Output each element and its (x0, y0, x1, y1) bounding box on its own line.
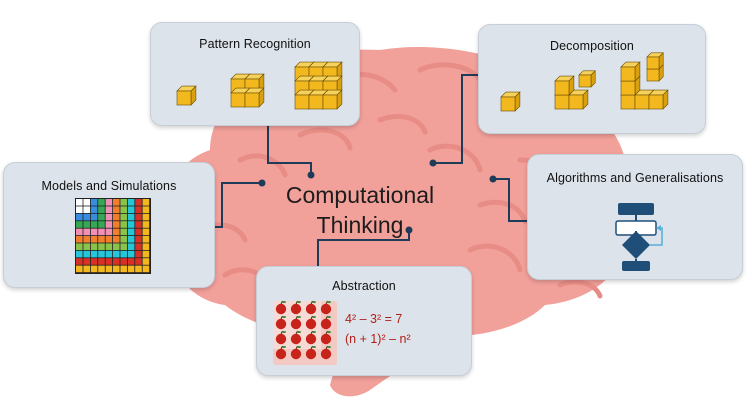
abstraction-title: Abstraction (332, 279, 396, 293)
apple-icon (320, 345, 332, 360)
cube-block (646, 52, 664, 70)
apple-icon (305, 330, 317, 345)
apple-grid-icon (273, 300, 337, 365)
models-simulations-card: Models and Simulations (3, 162, 215, 288)
cube-block (568, 89, 589, 110)
center-title-line-2: Thinking (316, 212, 404, 238)
connector-decomposition (433, 74, 492, 164)
apple-icon (290, 315, 302, 330)
connector-abstraction (317, 230, 410, 283)
flowchart-start-box (618, 203, 654, 215)
cube-pattern-icons (176, 61, 343, 110)
flowchart-decision-diamond (622, 231, 650, 259)
algorithms-title: Algorithms and Generalisations (546, 171, 724, 185)
hundred-square-grid-icon (75, 198, 151, 274)
apple-icon (290, 330, 302, 345)
flowchart-icon (615, 203, 663, 271)
cube-block (176, 85, 197, 106)
cube-block (500, 91, 521, 112)
apple-icon (275, 300, 287, 315)
abstraction-card: Abstraction 4² – 3² = 7 (n + 1)² – n² (256, 266, 472, 376)
cube-decomposition-icons (500, 52, 669, 112)
decomposition-card: Decomposition (478, 24, 706, 134)
decomposition-title: Decomposition (550, 39, 634, 53)
pattern-recognition-title: Pattern Recognition (199, 37, 311, 51)
cube-block (620, 61, 641, 82)
apple-icon (320, 300, 332, 315)
algorithms-card: Algorithms and Generalisations (527, 154, 743, 280)
apple-icon (320, 330, 332, 345)
apple-icon (290, 345, 302, 360)
center-title-line-1: Computational (285, 182, 435, 208)
models-simulations-title: Models and Simulations (41, 179, 177, 193)
cube-block (648, 89, 669, 110)
flowchart-end-box (622, 261, 650, 271)
abstraction-formulas: 4² – 3² = 7 (n + 1)² – n² (345, 309, 411, 349)
formula-line-1: 4² – 3² = 7 (345, 312, 403, 326)
center-title: Computational Thinking (260, 180, 460, 240)
apple-icon (275, 345, 287, 360)
cube-block (244, 87, 265, 108)
formula-line-2: (n + 1)² – n² (345, 332, 411, 346)
cube-block (322, 89, 343, 110)
cube-block (578, 70, 596, 88)
cube-block (554, 75, 575, 96)
pattern-recognition-card: Pattern Recognition (150, 22, 360, 126)
apple-icon (305, 300, 317, 315)
connector-pattern-recognition (267, 123, 312, 175)
apple-icon (275, 330, 287, 345)
apple-icon (290, 300, 302, 315)
apple-icon (305, 345, 317, 360)
apple-icon (305, 315, 317, 330)
apple-icon (275, 315, 287, 330)
apple-icon (320, 315, 332, 330)
